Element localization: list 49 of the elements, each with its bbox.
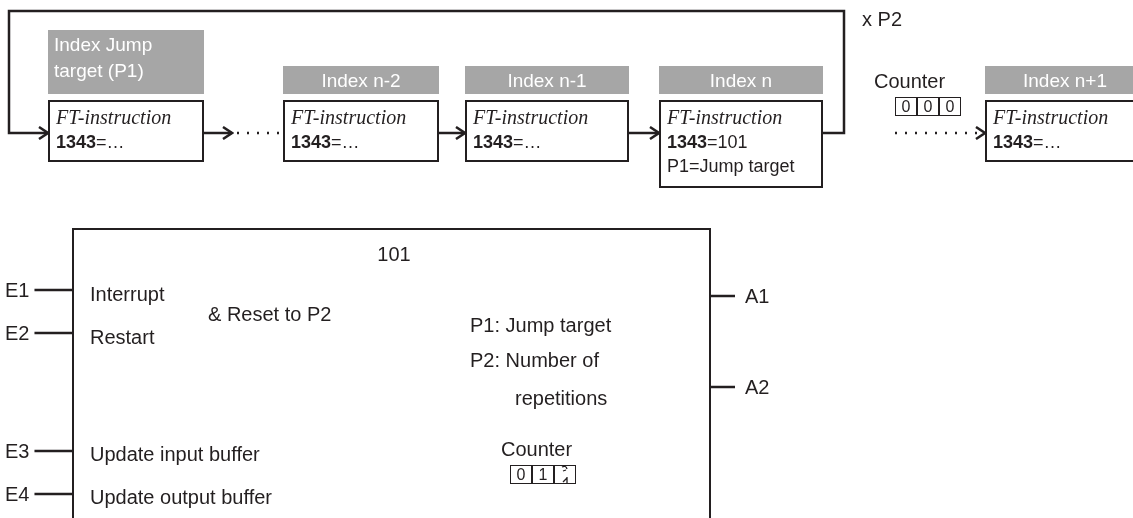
connector-line <box>34 449 72 453</box>
parameter-value: 1343=101 <box>667 132 748 153</box>
input-label: Update input buffer <box>90 442 260 467</box>
pin-label: E4 <box>5 482 30 506</box>
parameter-value: 1343=… <box>56 132 125 153</box>
pin-label: E3 <box>5 439 30 463</box>
parameter-value: 1343=… <box>291 132 360 153</box>
pin-label: E2 <box>5 321 30 345</box>
block-number: 101 <box>376 242 412 267</box>
instruction-name: FT-instruction <box>993 106 1109 129</box>
parameter-value: 1343=… <box>473 132 542 153</box>
index-header: Index n+1 <box>985 66 1133 94</box>
function-block <box>72 228 711 518</box>
pin-label: A1 <box>745 284 770 308</box>
instruction-name: FT-instruction <box>667 106 783 129</box>
connector-line <box>34 492 72 496</box>
counter-digit: 1 <box>532 465 554 484</box>
arrow <box>7 9 846 141</box>
index-header: Index Jump target (P1) <box>48 30 204 94</box>
index-header: Index n-2 <box>283 66 439 94</box>
counter-digit: 0 <box>917 97 939 116</box>
arrow <box>204 125 234 141</box>
parameter-text: P1=Jump target <box>667 156 795 177</box>
input-label: Restart <box>90 325 155 350</box>
arrow <box>895 125 987 141</box>
input-label: Update output buffer <box>90 485 272 510</box>
pin-label: E1 <box>5 278 30 302</box>
input-label: Interrupt <box>90 282 165 307</box>
parameter-text: P2: Number of repetitions <box>470 348 609 411</box>
counter-digit: 0 <box>895 97 917 116</box>
connector-line <box>711 294 735 298</box>
index-header: Index n <box>659 66 823 94</box>
counter-digit: 0 <box>510 465 532 484</box>
input-note: & Reset to P2 <box>208 302 332 327</box>
instruction-name: FT-instruction <box>56 106 172 129</box>
connector-line <box>711 385 735 389</box>
instruction-name: FT-instruction <box>473 106 589 129</box>
arrow <box>629 125 661 141</box>
connector-line <box>34 288 72 292</box>
parameter-text: P1: Jump target <box>470 313 612 338</box>
index-header: Index n-1 <box>465 66 629 94</box>
arrow <box>439 125 467 141</box>
counter-digit: 0 <box>939 97 961 116</box>
pin-label: A2 <box>745 375 770 399</box>
counter-label: Counter <box>874 69 946 94</box>
parameter-value: 1343=… <box>993 132 1062 153</box>
counter-label: Counter <box>501 437 573 462</box>
instruction-name: FT-instruction <box>291 106 407 129</box>
connector-line <box>34 331 72 335</box>
